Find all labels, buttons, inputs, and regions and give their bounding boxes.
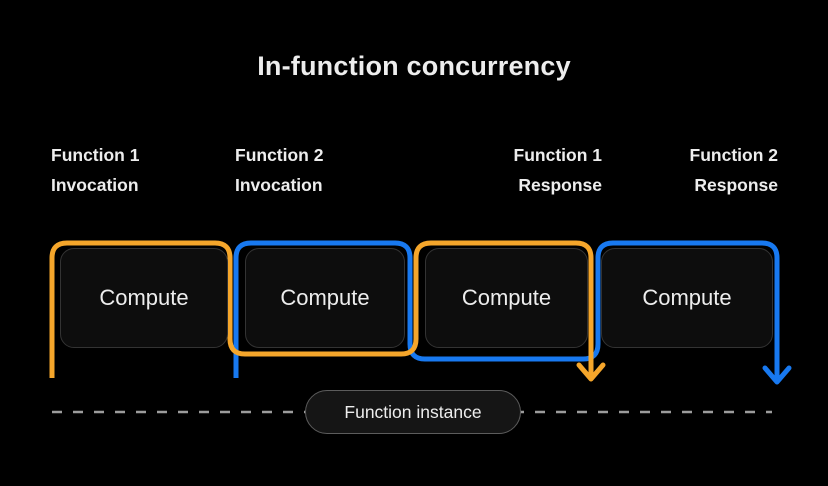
function-1-response-arrow-icon (576, 362, 606, 382)
label-line: Response (518, 175, 602, 195)
label-line: Invocation (235, 175, 323, 195)
label-line: Function 2 (689, 145, 778, 165)
label-line: Function 1 (51, 145, 140, 165)
function-2-response-arrow-icon (762, 365, 792, 385)
label-line: Response (694, 175, 778, 195)
compute-box-label: Compute (461, 285, 552, 310)
label-function-2-invocation: Function 2 Invocation (235, 140, 323, 200)
diagram-title: In-function concurrency (257, 51, 571, 81)
function-instance-pill: Function instance (305, 390, 521, 434)
function-1-flow-line (49, 240, 594, 378)
compute-box-label: Compute (99, 285, 189, 310)
compute-box-label: Compute (280, 285, 370, 310)
compute-box-1: Compute (60, 248, 228, 348)
label-function-2-response: Function 2 Response (690, 140, 778, 200)
function-instance-label: Function instance (344, 401, 482, 422)
compute-box-4: Compute (601, 248, 773, 348)
compute-box-3: Compute (425, 248, 588, 348)
label-line: Function 2 (235, 145, 324, 165)
label-function-1-response: Function 1 Response (514, 140, 602, 200)
label-line: Function 1 (513, 145, 602, 165)
compute-box-2: Compute (245, 248, 405, 348)
label-line: Invocation (51, 175, 139, 195)
label-function-1-invocation: Function 1 Invocation (51, 140, 139, 200)
compute-box-label: Compute (642, 285, 732, 310)
function-2-flow-line (233, 240, 780, 378)
